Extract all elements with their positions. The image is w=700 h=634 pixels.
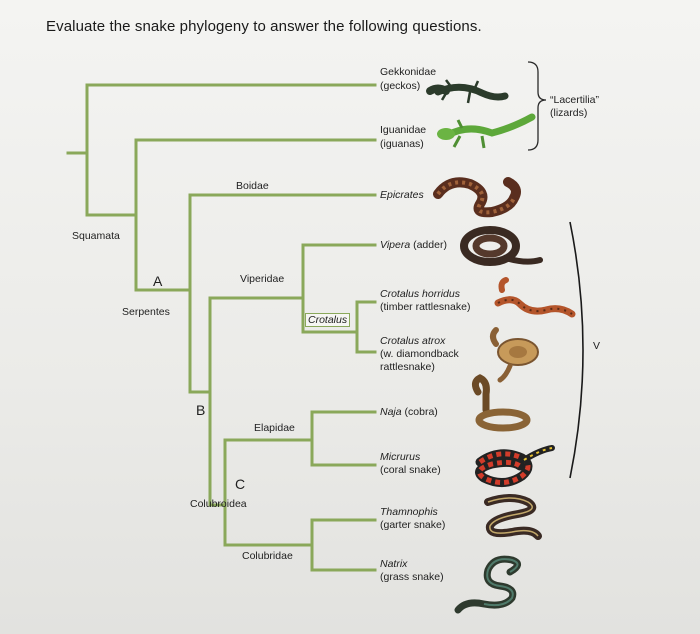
node-a-label: A bbox=[153, 273, 163, 289]
crotalus-atrox-common-1: (w. diamondback bbox=[380, 348, 459, 360]
colubroidea-label: Colubroidea bbox=[190, 498, 247, 510]
micrurus-name: Micrurus bbox=[380, 451, 420, 463]
naja-label: Naja (cobra) bbox=[380, 406, 438, 418]
iguana-icon bbox=[437, 113, 536, 149]
lacertilia-brace bbox=[527, 61, 547, 151]
elapidae-label: Elapidae bbox=[254, 422, 295, 434]
gekkonidae-name: Gekkonidae bbox=[380, 66, 437, 78]
natrix-name: Natrix bbox=[380, 558, 407, 570]
node-b-label: B bbox=[196, 402, 206, 418]
micrurus-common: (coral snake) bbox=[380, 464, 441, 476]
coral-snake-icon bbox=[475, 445, 555, 487]
gekkonidae-common: (geckos) bbox=[380, 80, 421, 92]
iguanidae-name: Iguanidae bbox=[380, 124, 427, 136]
iguanidae-common: (iguanas) bbox=[380, 138, 424, 150]
crotalus-atrox-common-2: rattlesnake) bbox=[380, 361, 435, 373]
squamata-label: Squamata bbox=[72, 230, 120, 242]
lacertilia-label-2: (lizards) bbox=[550, 107, 588, 119]
boidae-label: Boidae bbox=[236, 180, 269, 192]
natrix-common: (grass snake) bbox=[380, 571, 444, 583]
crotalus-horridus-common: (timber rattlesnake) bbox=[380, 301, 471, 313]
thamnophis-common: (garter snake) bbox=[380, 519, 446, 531]
vipera-label: Vipera (adder) bbox=[380, 239, 447, 251]
adder-icon bbox=[460, 226, 543, 266]
gecko-icon bbox=[426, 79, 509, 104]
cobra-icon bbox=[471, 374, 531, 432]
v-label: V bbox=[593, 340, 601, 352]
micrurus-italic: Micrurus bbox=[380, 451, 421, 463]
crotalus-horridus-italic: Crotalus horridus bbox=[380, 288, 460, 300]
thamnophis-italic: Thamnophis bbox=[380, 506, 438, 518]
lacertilia-label-1: “Lacertilia” bbox=[550, 94, 600, 106]
colubridae-label: Colubridae bbox=[242, 550, 293, 562]
crotalus-atrox-name: Crotalus atrox bbox=[380, 335, 445, 347]
crotalus-label: Crotalus bbox=[305, 313, 351, 327]
natrix-italic: Natrix bbox=[380, 558, 408, 570]
vipera-common: (adder) bbox=[413, 239, 447, 251]
epicrates-label: Epicrates bbox=[380, 189, 424, 201]
v-bracket bbox=[569, 221, 584, 479]
grass-snake-icon bbox=[454, 555, 521, 614]
node-c-label: C bbox=[235, 476, 246, 492]
viperidae-label: Viperidae bbox=[240, 273, 285, 285]
crotalus-atrox-italic: Crotalus atrox bbox=[380, 335, 446, 347]
boa-icon bbox=[433, 177, 521, 218]
crotalus-horridus-name: Crotalus horridus bbox=[380, 288, 460, 300]
thamnophis-name: Thamnophis bbox=[380, 506, 438, 518]
vipera-name: Vipera bbox=[380, 239, 411, 251]
naja-common: (cobra) bbox=[404, 406, 438, 418]
diamondback-icon bbox=[490, 327, 539, 383]
garter-snake-icon bbox=[484, 494, 542, 540]
serpentes-label: Serpentes bbox=[122, 306, 170, 318]
epicrates-name: Epicrates bbox=[380, 189, 424, 201]
naja-name: Naja bbox=[380, 406, 402, 418]
timber-rattlesnake-icon bbox=[494, 277, 576, 318]
page-title: Evaluate the snake phylogeny to answer t… bbox=[46, 18, 482, 35]
